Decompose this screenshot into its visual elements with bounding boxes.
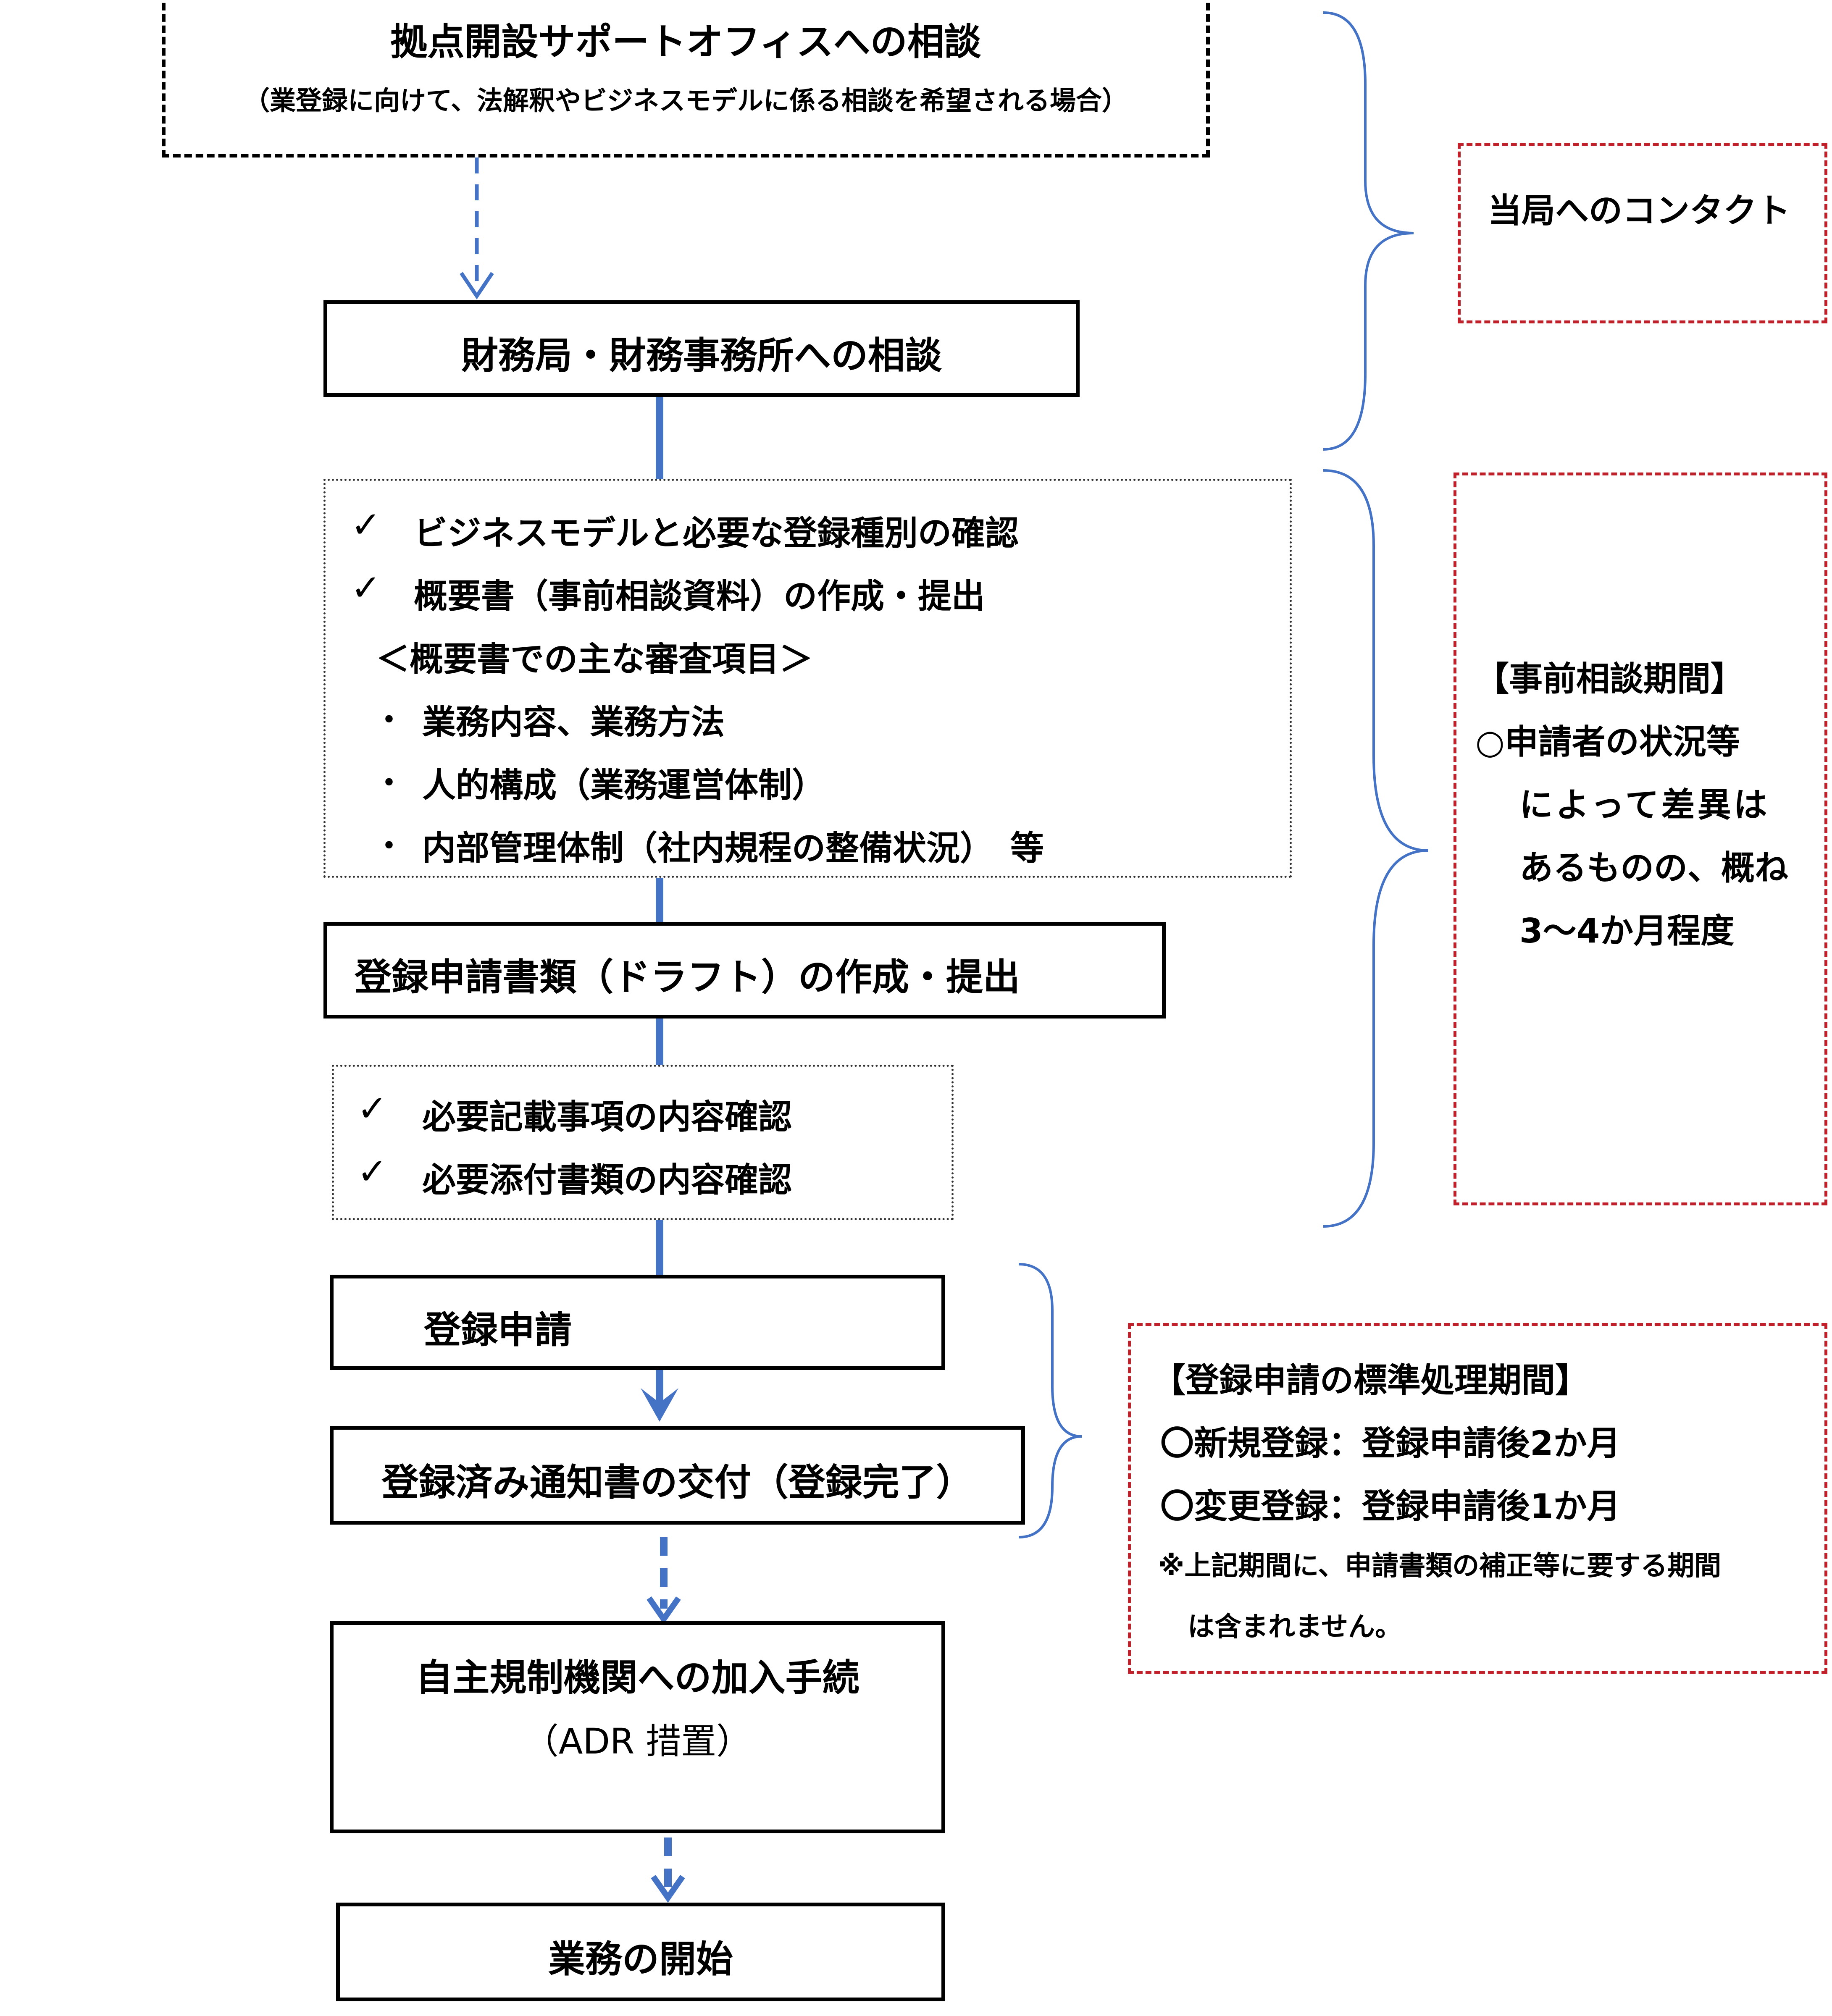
checklist-item-business-model: ビジネスモデルと必要な登録種別の確認 <box>414 514 1019 553</box>
check-icon: ✓ <box>357 1088 388 1130</box>
review-item-business: 業務内容、業務方法 <box>422 703 725 742</box>
arrowhead-7 <box>647 1596 681 1625</box>
bracket-standard-period <box>1018 1263 1082 1538</box>
note-pre-title: 【事前相談期間】 <box>1475 659 1744 698</box>
bracket-contact <box>1323 11 1414 451</box>
step-draft-application-label: 登録申請書類（ドラフト）の作成・提出 <box>355 956 1020 999</box>
arrowhead-8 <box>651 1874 685 1903</box>
note-std-line-4: は含まれません。 <box>1188 1612 1402 1643</box>
bullet-icon: ・ <box>374 702 405 738</box>
step-join-sro-subtitle: （ADR 措置） <box>523 1721 752 1762</box>
checklist-business-model: ✓ ビジネスモデルと必要な登録種別の確認 ✓ 概要書（事前相談資料）の作成・提出… <box>323 479 1292 878</box>
step-registration-notice-label: 登録済み通知書の交付（登録完了） <box>381 1461 973 1504</box>
checklist-item-required-entries: 必要記載事項の内容確認 <box>422 1097 792 1137</box>
step-join-sro-title: 自主規制機関への加入手続 <box>415 1656 859 1699</box>
note-std-line-1: 〇新規登録：登録申請後2か月 <box>1160 1424 1621 1463</box>
step-start-business-label: 業務の開始 <box>548 1937 733 1981</box>
step-registration-notice: 登録済み通知書の交付（登録完了） <box>330 1426 1025 1525</box>
bullet-icon: ・ <box>374 828 405 864</box>
step-consult-support-office: 拠点開設サポートオフィスへの相談 （業登録に向けて、法解釈やビジネスモデルに係る… <box>162 0 1210 158</box>
note-standard-processing-period: 【登録申請の標準処理期間】 〇新規登録：登録申請後2か月 〇変更登録：登録申請後… <box>1128 1323 1827 1674</box>
step-consult-finance-bureau: 財務局・財務事務所への相談 <box>323 300 1080 397</box>
note-std-line-2: 〇変更登録：登録申請後1か月 <box>1160 1487 1621 1526</box>
check-icon: ✓ <box>357 1151 388 1193</box>
step-registration-application: 登録申請 <box>330 1275 945 1370</box>
note-pre-line-3: あるものの、概ね <box>1519 848 1788 887</box>
note-contact-label: 当局へのコンタクト <box>1488 191 1790 230</box>
bracket-pre-consultation <box>1323 469 1429 1228</box>
note-pre-line-4: 3～4か月程度 <box>1519 911 1735 950</box>
step-start-business: 業務の開始 <box>336 1903 945 2001</box>
bullet-icon: ・ <box>374 765 405 801</box>
step-join-sro: 自主規制機関への加入手続 （ADR 措置） <box>330 1621 945 1833</box>
note-pre-consultation-period: 【事前相談期間】 ○申請者の状況等 によって差異は あるものの、概ね 3～4か月… <box>1454 472 1827 1205</box>
checklist-item-summary-doc: 概要書（事前相談資料）の作成・提出 <box>414 577 985 616</box>
review-item-internal-control: 内部管理体制（社内規程の整備状況） 等 <box>422 829 1044 868</box>
note-std-title: 【登録申請の標準処理期間】 <box>1152 1361 1589 1400</box>
check-icon: ✓ <box>351 567 381 609</box>
step-consult-support-office-subtitle: （業登録に向けて、法解釈やビジネスモデルに係る相談を希望される場合） <box>244 85 1128 116</box>
check-icon: ✓ <box>351 504 381 546</box>
checklist-item-attachments: 必要添付書類の内容確認 <box>422 1160 792 1200</box>
step-consult-support-office-title: 拠点開設サポートオフィスへの相談 <box>390 20 981 63</box>
review-item-staffing: 人的構成（業務運営体制） <box>422 766 825 805</box>
step-consult-finance-bureau-label: 財務局・財務事務所への相談 <box>461 334 942 377</box>
step-draft-application: 登録申請書類（ドラフト）の作成・提出 <box>323 922 1166 1018</box>
note-pre-line-1: ○申請者の状況等 <box>1475 722 1740 761</box>
note-std-line-3: ※上記期間に、申請書類の補正等に要する期間 <box>1158 1551 1722 1582</box>
note-pre-line-2: によって差異は <box>1519 785 1770 824</box>
arrowhead-6 <box>641 1388 678 1422</box>
checklist-review-heading: ＜概要書での主な審査項目＞ <box>376 640 813 679</box>
step-registration-application-label: 登録申請 <box>424 1308 572 1352</box>
checklist-required-items: ✓ 必要記載事項の内容確認 ✓ 必要添付書類の内容確認 <box>332 1065 954 1220</box>
arrowhead-1 <box>460 272 494 300</box>
note-contact: 当局へのコンタクト <box>1458 143 1827 323</box>
